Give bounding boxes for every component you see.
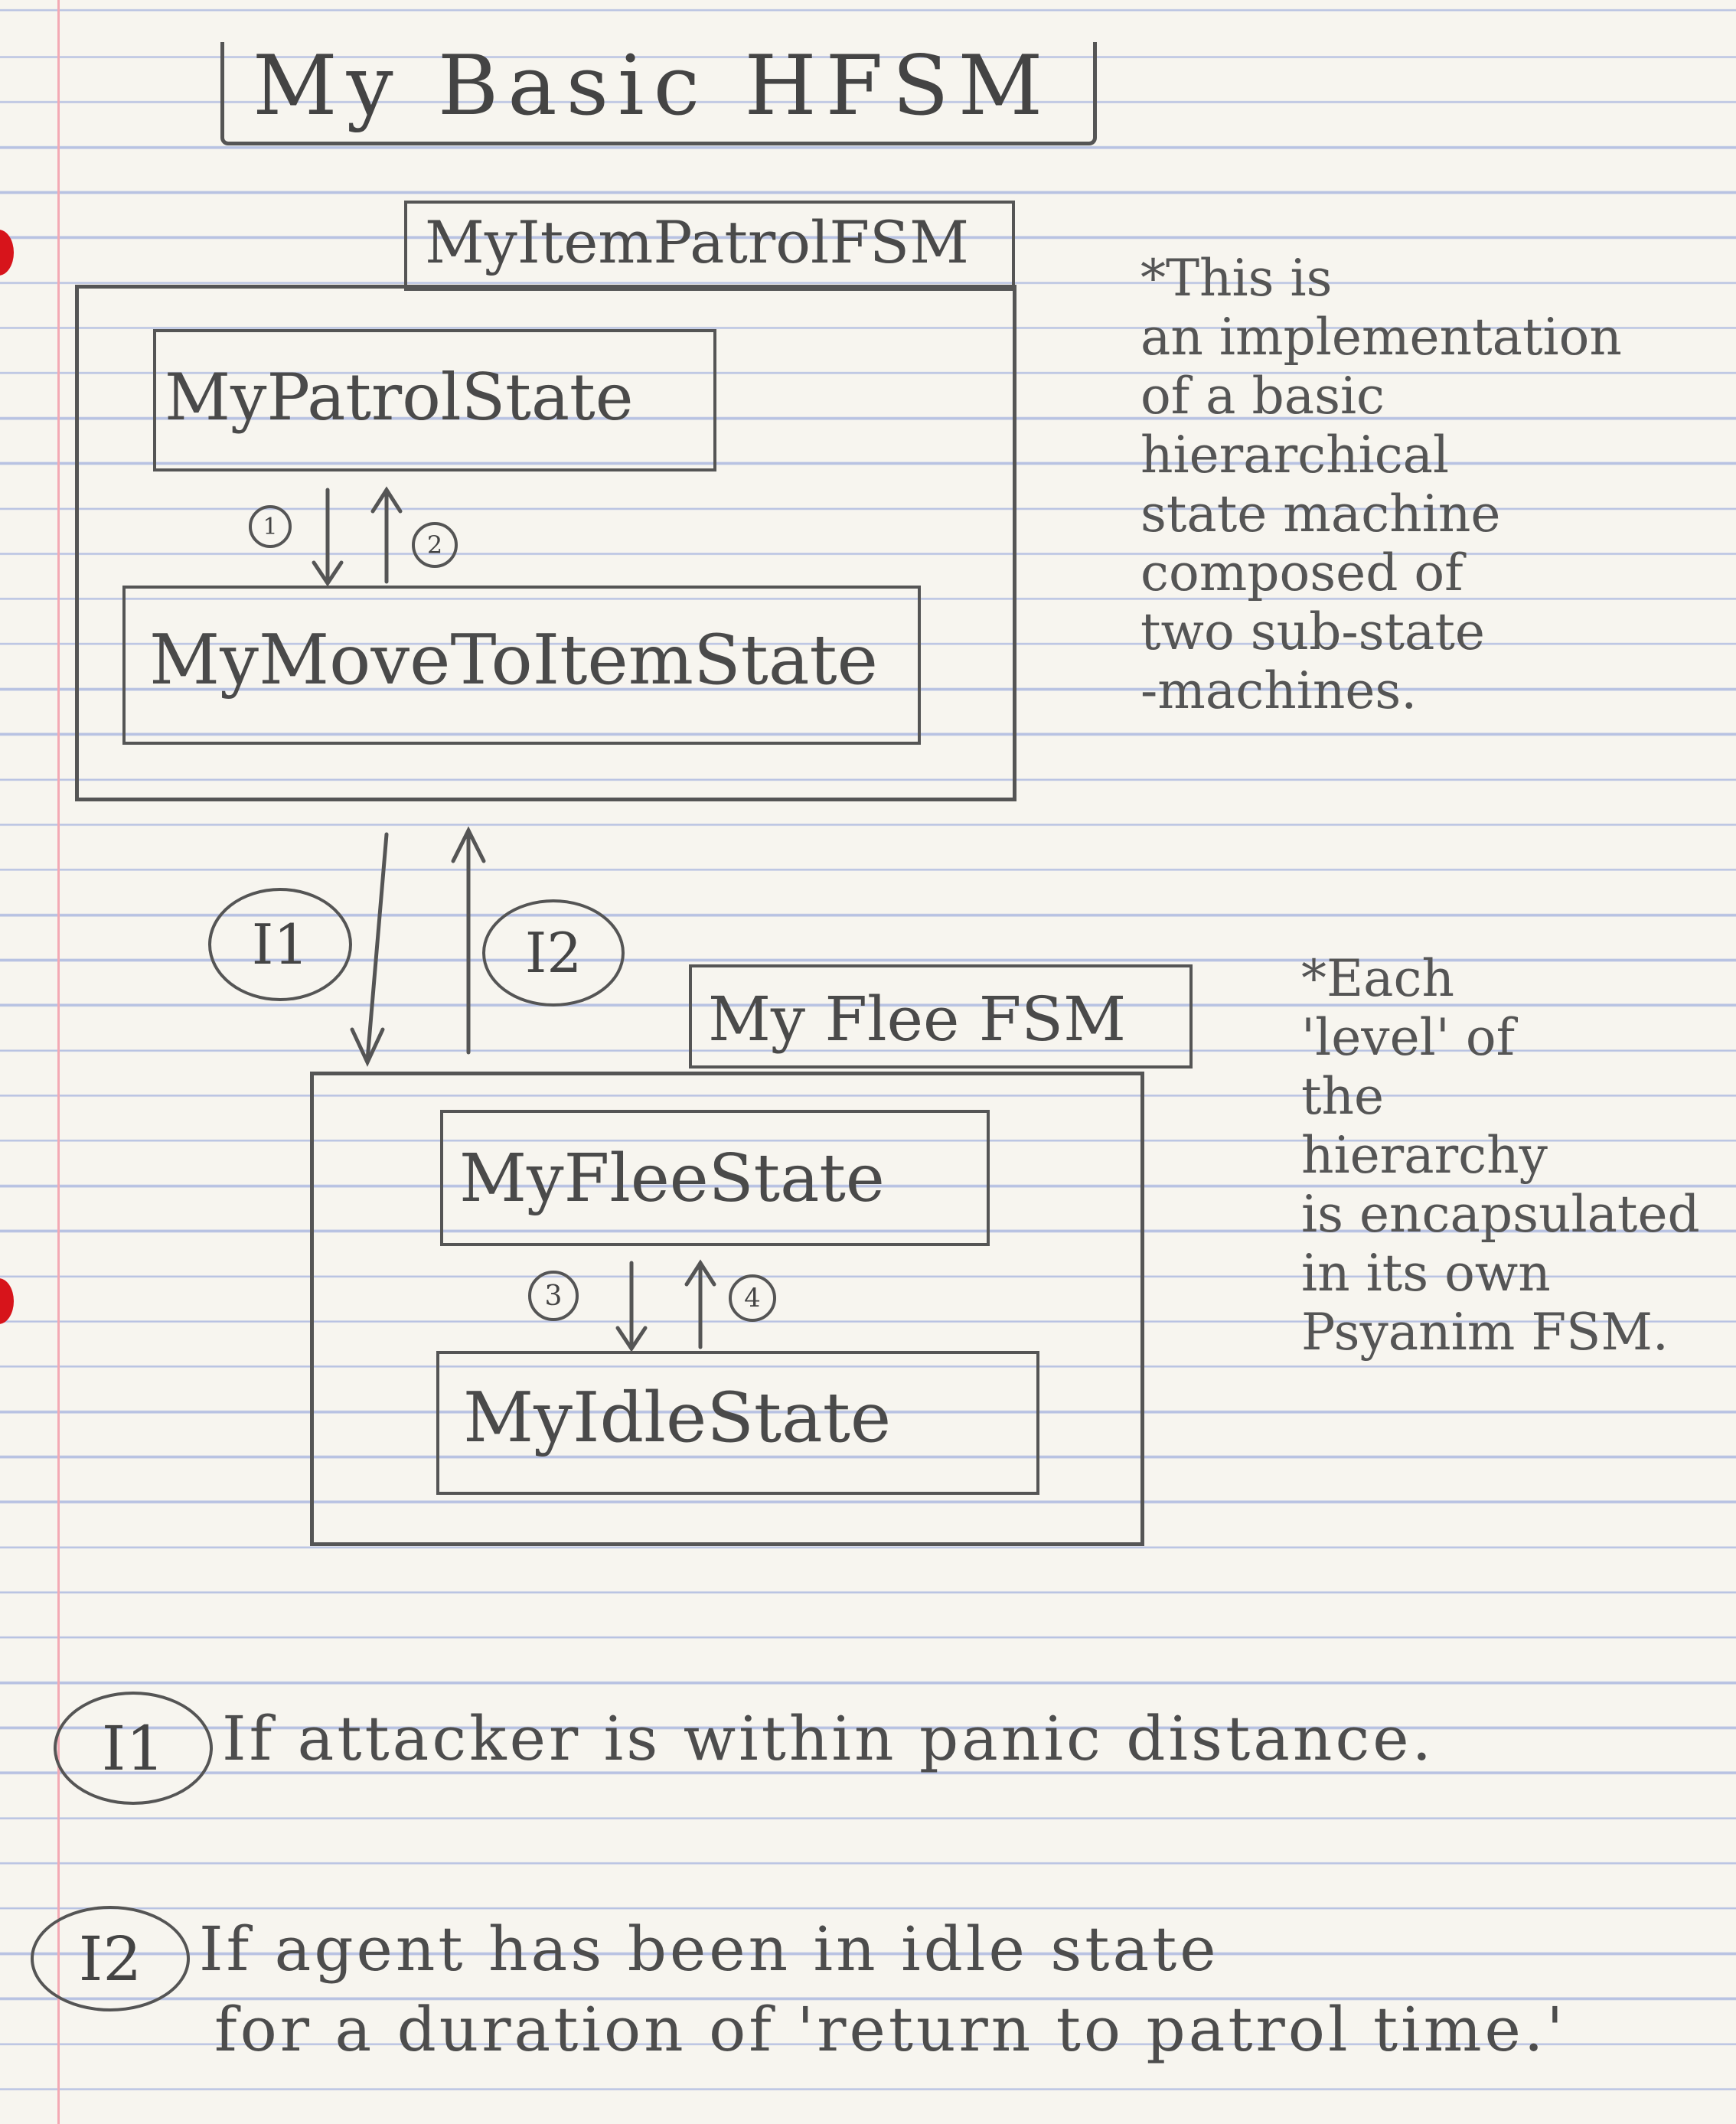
transition-marker-4: 4 [729, 1274, 776, 1322]
note-implementation: *This is an implementation of a basic hi… [1140, 249, 1622, 720]
item-patrol-fsm-box [75, 285, 1016, 801]
page-title: My Basic HFSM [253, 38, 1052, 134]
title-frame [220, 42, 1097, 145]
binder-hole [0, 230, 14, 276]
down-arrow-I1 [365, 832, 389, 1062]
flee-fsm-label: My Flee FSM [708, 984, 1126, 1055]
flee-fsm-box [310, 1072, 1144, 1546]
idle-state-box [436, 1351, 1039, 1495]
condition-I2-text-line2: for a duration of 'return to patrol time… [214, 1994, 1567, 2065]
move-to-item-state-label: MyMoveToItemState [149, 620, 878, 700]
item-patrol-fsm-label-box [404, 201, 1015, 291]
transition-marker-3: 3 [528, 1271, 579, 1321]
transition-I1-circle: I1 [208, 888, 352, 1001]
note-hierarchy-levels: *Each 'level' of the hierarchy is encaps… [1301, 949, 1700, 1362]
flee-state-box [440, 1110, 990, 1246]
item-patrol-fsm-label: MyItemPatrolFSM [425, 208, 969, 276]
binder-hole [0, 1278, 14, 1324]
condition-I1-text: If attacker is within panic distance. [222, 1703, 1435, 1774]
move-to-item-state-box [122, 586, 921, 745]
transition-marker-1: 1 [249, 505, 292, 548]
condition-I1-circle: I1 [54, 1692, 213, 1805]
transition-marker-2: 2 [412, 522, 458, 568]
idle-state-label: MyIdleState [463, 1378, 892, 1458]
flee-fsm-label-box [689, 964, 1193, 1069]
transition-I2-circle: I2 [482, 899, 625, 1007]
flee-state-label: MyFleeState [459, 1140, 885, 1217]
margin-line [57, 0, 60, 2124]
condition-I2-circle: I2 [31, 1906, 190, 2011]
patrol-state-box [153, 329, 716, 471]
patrol-state-label: MyPatrolState [165, 360, 634, 435]
condition-I2-text: If agent has been in idle state [199, 1914, 1219, 1985]
